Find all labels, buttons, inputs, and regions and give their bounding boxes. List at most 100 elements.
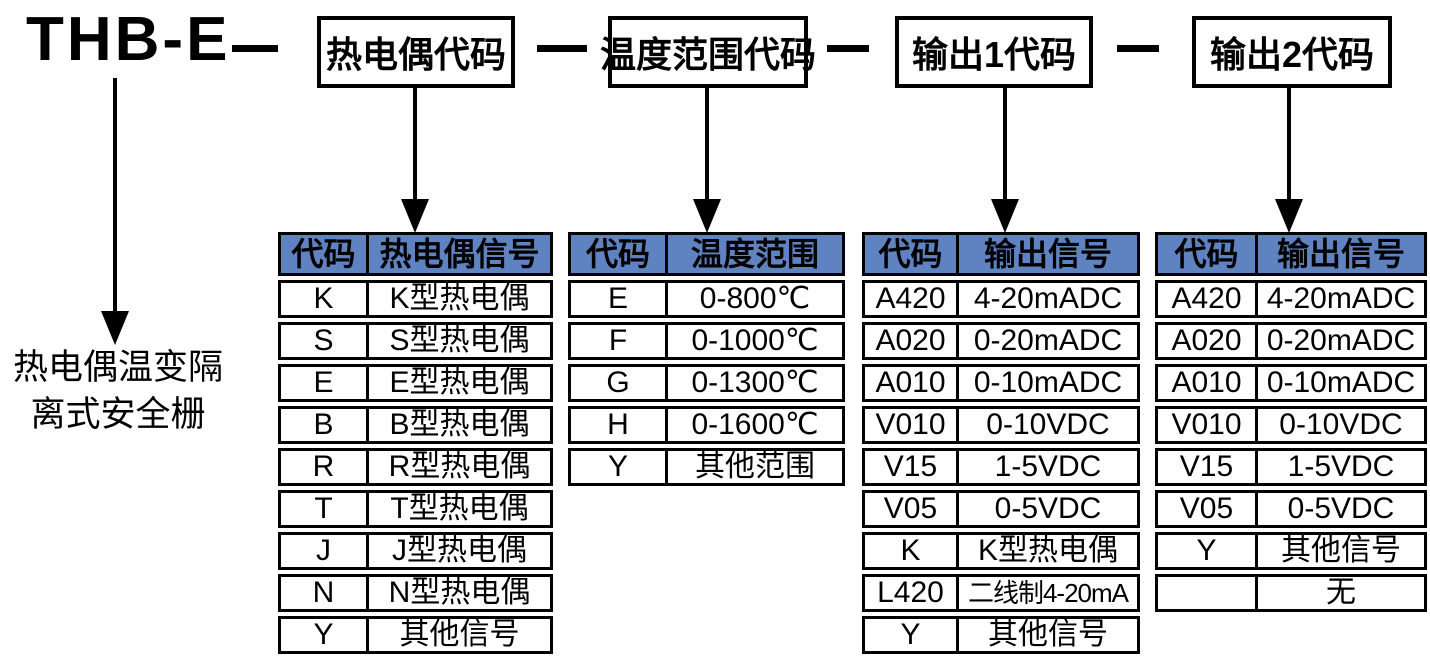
table-header-row: 代码输出信号 [1155, 232, 1427, 276]
header-signal-cell: 热电偶信号 [379, 236, 540, 272]
table-row: A020 0-20mADC [862, 322, 1140, 360]
value-cell: 1-5VDC [994, 451, 1102, 483]
table-row: N N型热电偶 [278, 574, 553, 612]
value-cell: 其他范围 [695, 451, 815, 483]
arrow-down-icon [101, 311, 129, 345]
box-output1-code: 输出1代码 [895, 16, 1093, 88]
code-cell: V15 [865, 451, 959, 483]
table-row: J J型热电偶 [278, 532, 553, 570]
value-cell: 0-20mADC [973, 325, 1123, 357]
value-cell: 0-10mADC [973, 367, 1123, 399]
arrow-line [1287, 88, 1291, 200]
code-cell: E [571, 283, 668, 315]
value-cell: 1-5VDC [1287, 451, 1395, 483]
code-cell: A020 [865, 325, 959, 357]
value-cell: S型热电偶 [389, 325, 530, 357]
table-row: 无 [1155, 574, 1427, 612]
code-cell: J [281, 535, 369, 567]
code-cell: F [571, 325, 668, 357]
connector-dash [1117, 45, 1159, 52]
value-cell: 其他信号 [988, 619, 1108, 651]
value-cell: 0-5VDC [1287, 493, 1395, 525]
connector-dash [827, 45, 869, 52]
table-row: V15 1-5VDC [862, 448, 1140, 486]
value-cell: 4-20mADC [973, 283, 1123, 315]
connector-dash [537, 45, 587, 52]
value-cell: T型热电偶 [390, 493, 529, 525]
value-cell: 0-1600℃ [691, 409, 819, 441]
header-signal-cell: 输出信号 [1276, 236, 1405, 272]
value-cell: J型热电偶 [392, 535, 527, 567]
table-row: F 0-1000℃ [568, 322, 845, 360]
code-cell: L420 [865, 577, 959, 609]
table-row: A010 0-10mADC [862, 364, 1140, 402]
arrow-down-icon [991, 199, 1019, 233]
code-cell: V010 [865, 409, 959, 441]
connector-dash [232, 45, 278, 52]
code-cell: V010 [1158, 409, 1258, 441]
code-cell: Y [1158, 535, 1258, 567]
value-cell: K型热电偶 [389, 283, 530, 315]
value-cell: 其他信号 [399, 619, 520, 651]
value-cell: 4-20mADC [1266, 283, 1416, 315]
table-row: K K型热电偶 [278, 280, 553, 318]
header-signal-cell: 输出信号 [983, 236, 1112, 272]
value-cell: K型热电偶 [977, 535, 1118, 567]
table-row: T T型热电偶 [278, 490, 553, 528]
description-line1: 热电偶温变隔 [12, 348, 223, 387]
code-cell: T [281, 493, 369, 525]
code-cell: N [281, 577, 369, 609]
code-cell: G [571, 367, 668, 399]
header-code-cell: 代码 [865, 235, 959, 273]
value-cell: 0-1000℃ [691, 325, 819, 357]
value-cell: 无 [1326, 577, 1356, 609]
value-cell: 0-10VDC [1279, 409, 1403, 441]
code-cell: K [281, 283, 369, 315]
arrow-line [413, 88, 417, 200]
code-cell: B [281, 409, 369, 441]
header-code-cell: 代码 [281, 235, 369, 273]
value-cell: 0-800℃ [699, 283, 811, 315]
code-cell: K [865, 535, 959, 567]
code-cell: A420 [1158, 283, 1258, 315]
value-cell: 0-5VDC [994, 493, 1102, 525]
code-cell: R [281, 451, 369, 483]
code-cell: Y [281, 619, 369, 651]
value-cell: 0-1300℃ [691, 367, 819, 399]
value-cell: N型热电偶 [388, 577, 531, 609]
code-cell: A010 [865, 367, 959, 399]
code-cell [1158, 577, 1258, 609]
table-header-row: 代码输出信号 [862, 232, 1140, 276]
description-line2: 离式安全栅 [30, 395, 206, 434]
header-signal-cell: 温度范围 [690, 236, 819, 272]
table-row: K K型热电偶 [862, 532, 1140, 570]
model-name: THB-E [26, 5, 231, 74]
arrow-line [113, 78, 117, 312]
value-cell: 其他信号 [1281, 535, 1401, 567]
value-cell: E型热电偶 [389, 367, 530, 399]
box-temperature-range-code: 温度范围代码 [600, 16, 816, 88]
arrow-down-icon [1275, 199, 1303, 233]
header-code-cell: 代码 [571, 235, 668, 273]
arrow-line [705, 88, 709, 200]
table-row: Y 其他信号 [278, 616, 553, 654]
code-cell: V05 [1158, 493, 1258, 525]
table-header-row: 代码热电偶信号 [278, 232, 553, 276]
box-output2-code: 输出2代码 [1192, 16, 1392, 88]
